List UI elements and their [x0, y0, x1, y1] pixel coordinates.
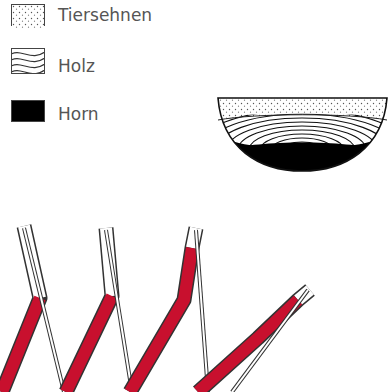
- legend-label: Tiersehnen: [58, 5, 152, 25]
- limb-outline: [130, 228, 196, 392]
- swatch-pattern: [12, 5, 44, 29]
- limb-core: [66, 296, 112, 392]
- limb-outline: [198, 290, 310, 392]
- bow-string: [196, 230, 208, 392]
- limb-core: [2, 298, 40, 392]
- bow-string: [24, 228, 64, 392]
- bow-string: [24, 228, 64, 392]
- legend-label: Holz: [58, 56, 95, 76]
- limb-outline: [2, 226, 40, 392]
- limb-stage: [198, 290, 310, 392]
- bow-string: [196, 230, 208, 392]
- limb-stage: [130, 228, 208, 392]
- legend-swatch: [11, 100, 45, 122]
- legend-label: Horn: [58, 104, 99, 124]
- bow-string: [232, 290, 308, 392]
- bow-string: [232, 290, 308, 392]
- limb-core: [198, 300, 298, 392]
- bow-cross-section: [194, 95, 390, 190]
- swatch-pattern: [12, 49, 44, 73]
- limb-outline: [66, 228, 112, 392]
- limb-stage: [66, 228, 132, 392]
- limb-stage: [2, 226, 64, 392]
- legend-swatch: [11, 48, 45, 74]
- legend-swatch: [11, 4, 45, 26]
- limb-core: [130, 248, 192, 392]
- wood-grain: [227, 122, 377, 178]
- bow-string: [106, 230, 132, 392]
- bow-limb-stages: [2, 226, 310, 392]
- bow-string: [106, 230, 132, 392]
